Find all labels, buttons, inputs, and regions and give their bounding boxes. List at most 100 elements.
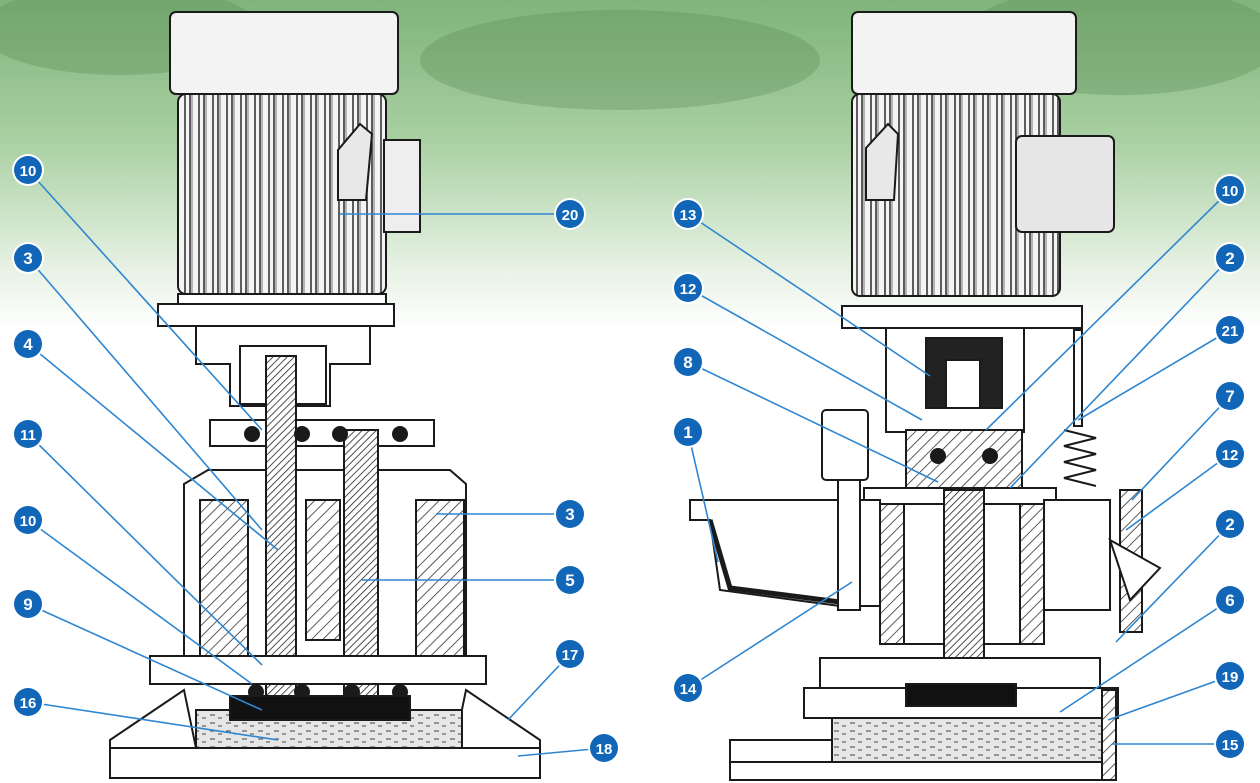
callout-badge: 5 — [554, 564, 586, 596]
callout-badge: 7 — [1214, 380, 1246, 412]
callout-badge: 21 — [1214, 314, 1246, 346]
callout-badge: 15 — [1214, 728, 1246, 760]
right-motor-flange — [841, 305, 1083, 329]
callout-number: 15 — [1222, 737, 1239, 754]
badge-circle — [14, 590, 42, 618]
leader-line — [1059, 599, 1231, 713]
callout-number: 2 — [1225, 515, 1234, 534]
badge-circle — [1216, 510, 1244, 538]
right-pump-drawing — [689, 11, 1162, 781]
badge-circle — [1216, 730, 1244, 758]
callout-number: 18 — [596, 741, 613, 758]
left-gear-pair — [229, 695, 411, 721]
callout-badge: 19 — [1214, 660, 1246, 692]
callout-number: 13 — [680, 207, 697, 224]
badge-circle — [1216, 586, 1244, 614]
badge-circle — [1216, 662, 1244, 690]
right-base-plate — [729, 761, 1113, 781]
right-terminal-box — [1015, 135, 1115, 233]
callout-number: 8 — [683, 353, 692, 372]
leader-line — [1077, 329, 1231, 421]
leader-line — [27, 257, 263, 531]
leader-line — [27, 701, 279, 741]
callout-number: 3 — [565, 505, 574, 524]
callout-number: 12 — [1222, 447, 1239, 464]
right-outlet-housing — [1043, 499, 1111, 611]
callout-badge: 14 — [672, 672, 704, 704]
callout-number: 2 — [1225, 249, 1234, 268]
callout-badge: 8 — [672, 346, 704, 378]
callout-number: 12 — [680, 281, 697, 298]
right-relief-valve-rod — [1073, 329, 1083, 427]
callout-number: 10 — [1222, 183, 1239, 200]
badge-circle — [14, 330, 42, 358]
right-motor-cap — [851, 11, 1077, 95]
callout-badge: 10 — [12, 154, 44, 186]
badge-circle — [14, 688, 42, 716]
callout-badge: 2 — [1214, 508, 1246, 540]
leader-lines — [27, 169, 1231, 757]
callout-number: 3 — [23, 249, 32, 268]
callout-number: 21 — [1222, 323, 1239, 340]
badge-circle — [1216, 382, 1244, 410]
badge-circle — [674, 674, 702, 702]
callout-badge: 11 — [12, 418, 44, 450]
leader-line — [27, 169, 263, 431]
left-lifting-eye — [337, 122, 374, 201]
callout-number: 1 — [683, 423, 692, 442]
right-oil-sump — [831, 717, 1103, 763]
badge-circle — [674, 200, 702, 228]
right-gear — [905, 683, 1017, 707]
callout-badge: 20 — [554, 198, 586, 230]
callout-layer: 1034111091620351718131281141022171226191… — [12, 154, 1246, 764]
callout-badge: 1 — [672, 416, 704, 448]
callout-badge: 3 — [554, 498, 586, 530]
left-base-plate — [109, 747, 541, 779]
leader-line — [985, 189, 1231, 431]
right-inlet-tank — [689, 499, 881, 607]
callout-badge: 3 — [12, 242, 44, 274]
badge-circle — [1216, 440, 1244, 468]
leader-line — [687, 213, 931, 377]
badge-circle — [1216, 316, 1244, 344]
callout-badge: 10 — [1214, 174, 1246, 206]
callout-number: 14 — [680, 681, 697, 698]
leader-line — [687, 581, 853, 689]
callout-number: 20 — [562, 207, 579, 224]
callout-badge: 6 — [1214, 584, 1246, 616]
badge-circle — [14, 244, 42, 272]
callout-number: 19 — [1222, 669, 1239, 686]
leader-line — [1115, 523, 1231, 643]
callout-badge: 12 — [1214, 438, 1246, 470]
right-lifting-eye — [865, 122, 900, 201]
badge-circle — [674, 274, 702, 302]
leader-line — [27, 433, 263, 666]
badge-circle — [556, 500, 584, 528]
badge-circle — [674, 348, 702, 376]
callout-number: 17 — [562, 647, 579, 664]
callout-badge: 9 — [12, 588, 44, 620]
callout-number: 11 — [20, 427, 36, 444]
callout-number: 9 — [23, 595, 32, 614]
badge-circle — [14, 506, 42, 534]
callout-number: 4 — [23, 335, 33, 354]
callout-badge: 17 — [554, 638, 586, 670]
leader-line — [1107, 675, 1231, 721]
badge-circle — [590, 734, 618, 762]
callout-badge: 13 — [672, 198, 704, 230]
callout-number: 6 — [1225, 591, 1234, 610]
leader-line — [1125, 453, 1231, 531]
callout-badge: 4 — [12, 328, 44, 360]
callout-badge: 18 — [588, 732, 620, 764]
badge-circle — [1216, 244, 1244, 272]
left-lower-frame — [149, 655, 487, 685]
callout-number: 10 — [20, 163, 37, 180]
callout-number: 5 — [565, 571, 574, 590]
callout-badge: 2 — [1214, 242, 1246, 274]
left-terminal-box — [383, 139, 421, 233]
right-relief-valve-spring — [1063, 429, 1097, 487]
callout-badge: 16 — [12, 686, 44, 718]
callout-badges: 1034111091620351718131281141022171226191… — [12, 154, 1246, 764]
badge-circle — [14, 420, 42, 448]
